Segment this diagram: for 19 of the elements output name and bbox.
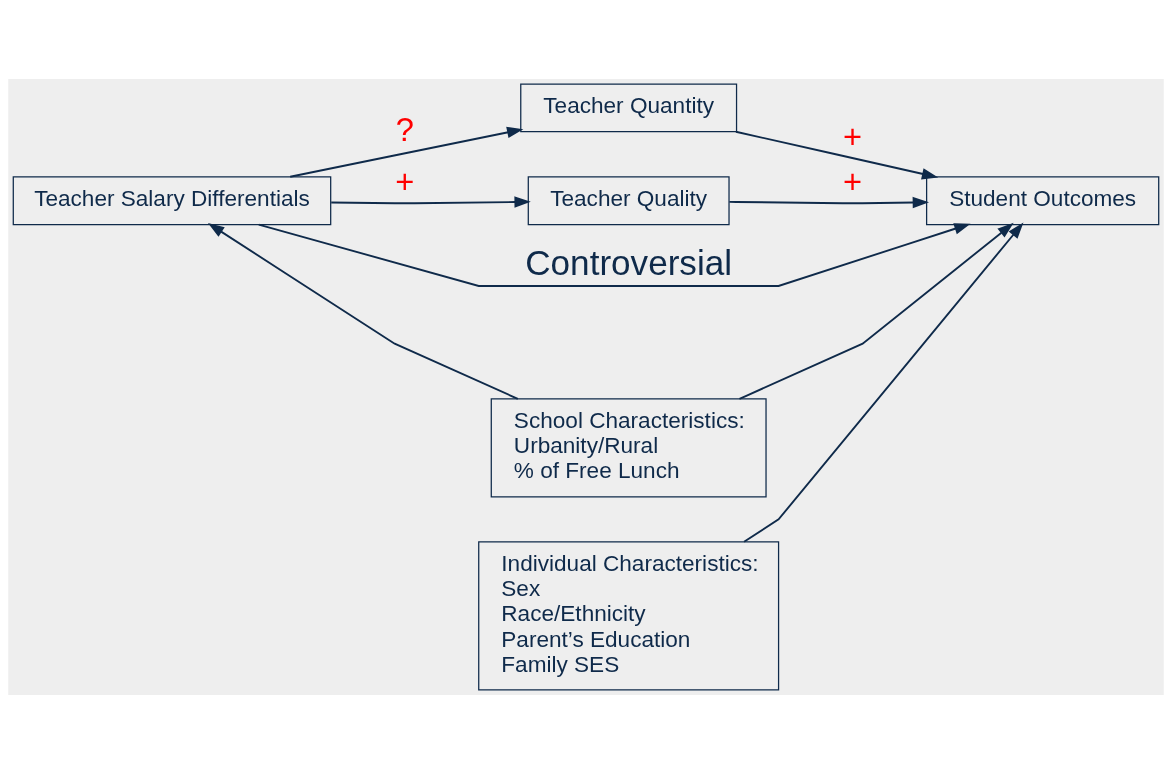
arrow [743,221,1024,543]
node-box: Teacher Quantity [520,82,738,132]
arrow [257,222,971,287]
arrow [289,126,524,178]
node-box: Student Outcomes [926,175,1160,225]
arrow [728,196,929,208]
node-box: Individual Characteristics: Sex Race/Ethnicity Parent’s Education Family SES [478,540,780,691]
edge-label: ? [395,110,414,148]
arrow [734,130,939,179]
node-box: School Characteristics: Urbanity/Rural % of Free Lunch [490,397,767,497]
node-box: Teacher Quality [527,175,730,225]
node-box: Teacher Salary Differentials [12,175,332,225]
edge-label: + [395,162,415,200]
arrow [207,222,519,400]
edge-label: + [843,117,863,155]
arrow [330,195,531,208]
edge-label: + [843,162,863,200]
edge-label: Controversial [525,242,733,282]
arrow [738,222,1014,400]
